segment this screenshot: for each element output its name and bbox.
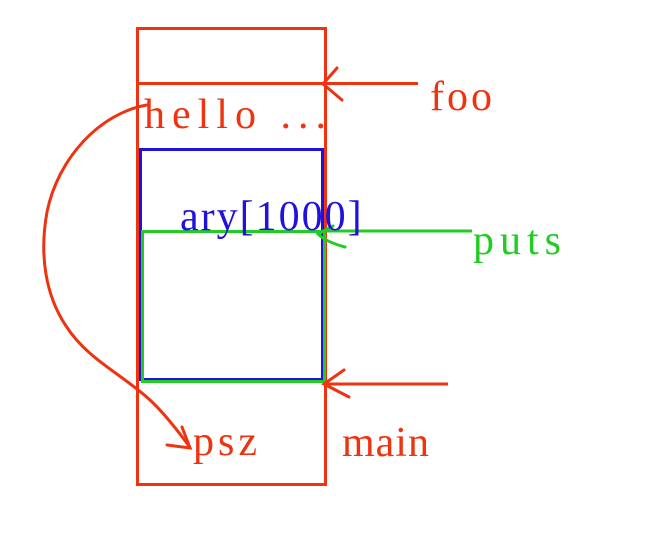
curve-arrowhead-icon <box>165 425 193 450</box>
foo-frame-arrow <box>320 66 418 102</box>
puts-arrowhead-icon <box>315 224 347 249</box>
overflow-curve-arrow <box>42 103 193 450</box>
main-arrowhead-icon <box>321 368 351 399</box>
psz-label: psz <box>193 419 261 465</box>
overflow-box <box>141 230 326 383</box>
array-label: ary[1000] <box>180 194 364 240</box>
hello-label: hello ... <box>144 92 333 138</box>
curve-path <box>42 103 191 448</box>
main-frame-arrow <box>321 368 448 399</box>
puts-frame-arrow <box>315 224 472 249</box>
foo-arrowhead-icon <box>320 66 344 102</box>
main-label: main <box>342 420 430 466</box>
puts-label: puts <box>473 218 567 264</box>
array-box <box>139 148 324 381</box>
foo-label: foo <box>430 74 495 120</box>
